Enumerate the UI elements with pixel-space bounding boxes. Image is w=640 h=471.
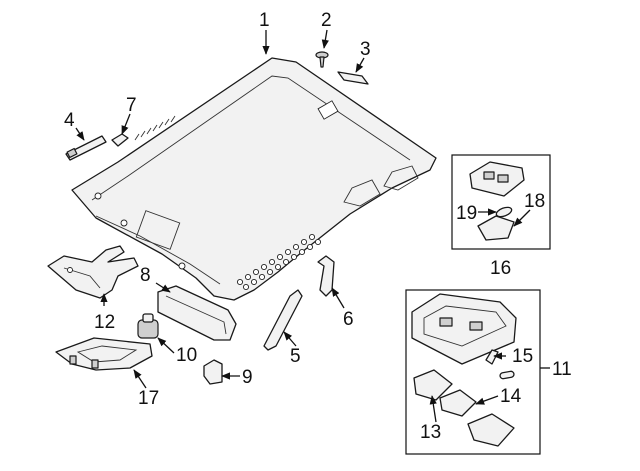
leader-lines [75,29,550,423]
visor-holder-part [137,313,159,339]
bulb-15-part [485,349,515,380]
rail-6-part [317,255,335,297]
callout-13: 13 [420,422,441,443]
callout-18: 18 [524,191,545,212]
callout-5: 5 [290,346,301,367]
lens-14-part [439,389,477,417]
callout-9: 9 [242,367,253,388]
lens-18-part [477,215,515,241]
dome-lamp-part [469,161,525,197]
cover-part [467,413,515,447]
handle-cap-part [111,133,129,147]
callout-15: 15 [512,346,533,367]
group-11-box [405,289,541,455]
callout-11: 11 [552,359,572,380]
callout-17: 17 [138,388,159,409]
callout-3: 3 [360,39,371,60]
grille-pattern [236,233,322,291]
callout-2: 2 [321,10,332,31]
grab-handle-part [65,135,107,161]
headliner-part [71,57,437,301]
callout-4: 4 [64,110,75,131]
cover-13-part [413,369,453,401]
callout-19: 19 [456,203,477,224]
label-part [337,71,369,85]
callout-7: 7 [126,95,137,116]
callout-16: 16 [490,258,511,279]
sun-visor-part [157,285,237,341]
callout-6: 6 [343,309,354,330]
callout-8: 8 [140,265,151,286]
clip-part [203,359,223,385]
bracket-part [47,245,139,299]
group-16-box [451,154,551,250]
screw-part [315,51,329,68]
callout-12: 12 [94,312,115,333]
overhead-console-part [411,293,517,365]
console-frame-part [55,337,153,371]
callout-10: 10 [176,345,197,366]
callout-1: 1 [259,10,270,31]
rail-5-part [263,289,303,351]
callout-14: 14 [500,386,522,407]
